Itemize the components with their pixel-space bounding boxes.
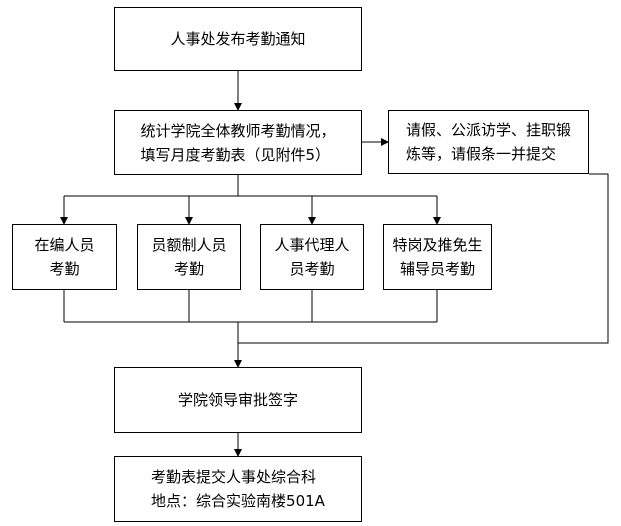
line-side-route [238, 173, 609, 344]
category-4-line-2: 辅导员考勤 [399, 260, 475, 278]
category-box-4: 特岗及推免生 辅导员考勤 [383, 224, 492, 290]
category-box-2: 员额制人员 考勤 [137, 224, 241, 290]
step4-line-2: 地点：综合实验南楼501A [151, 492, 325, 510]
step4-line-1: 考勤表提交人事处综合科 [151, 468, 317, 486]
step3-text: 学院领导审批签字 [177, 391, 298, 409]
step2-line-1: 统计学院全体教师考勤情况， [140, 121, 336, 140]
category-1-line-2: 考勤 [49, 260, 80, 278]
side-note-line-1: 请假、公派访学、挂职锻 [405, 121, 571, 139]
category-1-line-1: 在编人员 [34, 236, 95, 254]
category-box-1: 在编人员 考勤 [12, 224, 117, 290]
category-2-line-1: 员额制人员 [151, 236, 227, 254]
step2-box: 统计学院全体教师考勤情况， 填写月度考勤表（见附件5） [114, 110, 362, 175]
step2-line-2: 填写月度考勤表（见附件5） [140, 145, 331, 164]
step4-box: 考勤表提交人事处综合科 地点：综合实验南楼501A [114, 456, 362, 522]
step1-text: 人事处发布考勤通知 [170, 30, 306, 48]
category-box-3: 人事代理人 员考勤 [260, 224, 364, 290]
step1-box: 人事处发布考勤通知 [114, 7, 362, 71]
step3-box: 学院领导审批签字 [114, 367, 362, 433]
category-3-line-2: 员考勤 [289, 260, 335, 278]
side-note-box: 请假、公派访学、挂职锻 炼等，请假条一并提交 [388, 110, 589, 174]
side-note-line-2: 炼等，请假条一并提交 [405, 145, 556, 163]
category-3-line-1: 人事代理人 [274, 236, 350, 254]
category-4-line-1: 特岗及推免生 [392, 236, 483, 254]
category-2-line-2: 考勤 [173, 260, 204, 278]
